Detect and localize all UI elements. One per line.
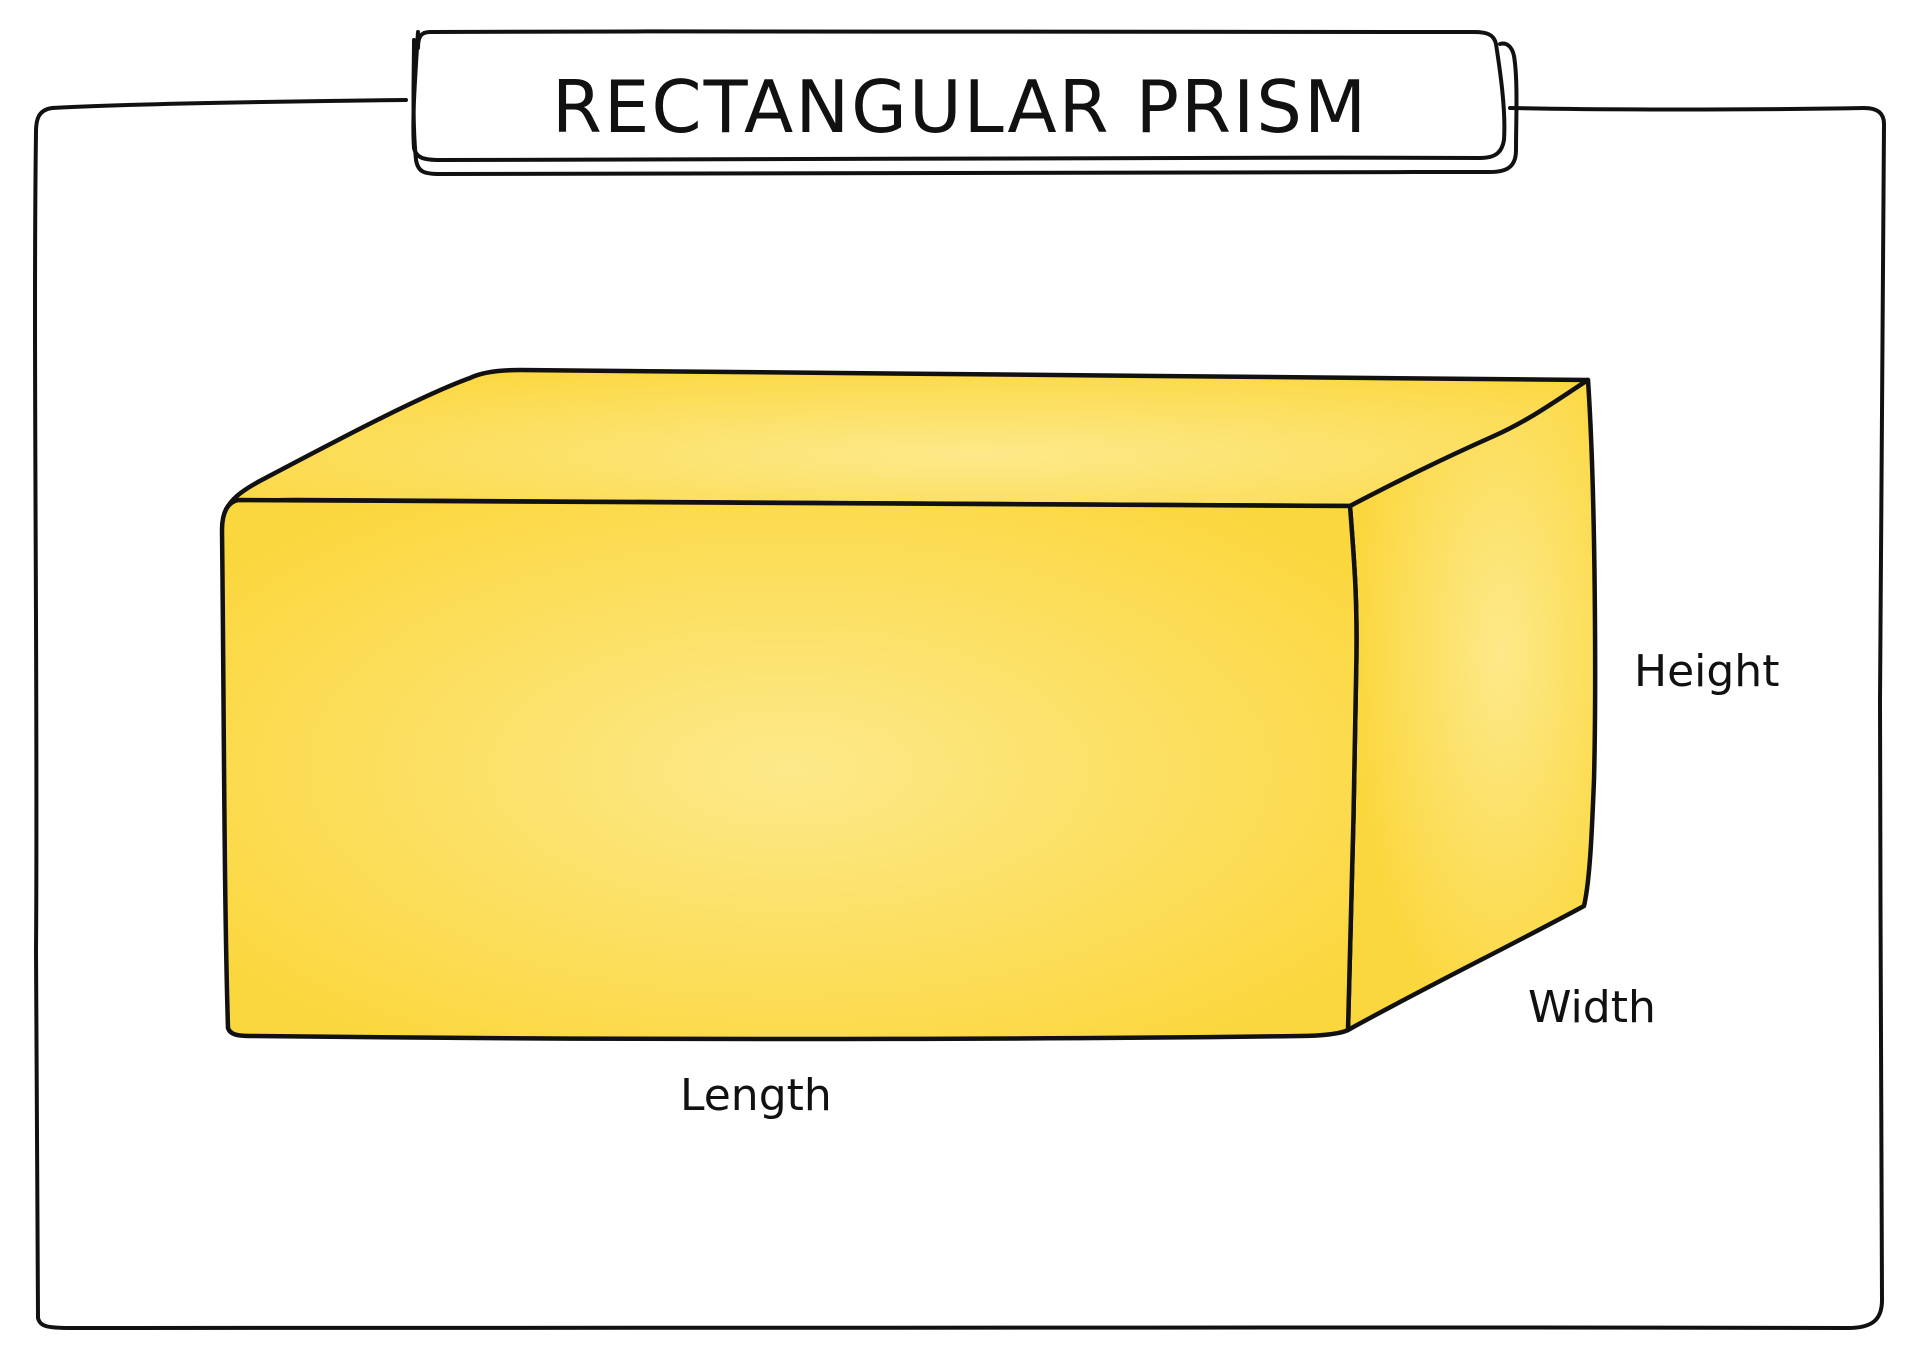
height-label: Height <box>1634 646 1780 697</box>
outer-frame <box>33 98 1886 1331</box>
title-banner <box>411 29 1507 163</box>
prism-front-face <box>219 497 1359 1042</box>
width-label: Width <box>1528 982 1656 1033</box>
length-label: Length <box>680 1070 832 1121</box>
diagram-title: RECTANGULAR PRISM <box>551 65 1369 149</box>
title-banner-back <box>411 38 1519 177</box>
